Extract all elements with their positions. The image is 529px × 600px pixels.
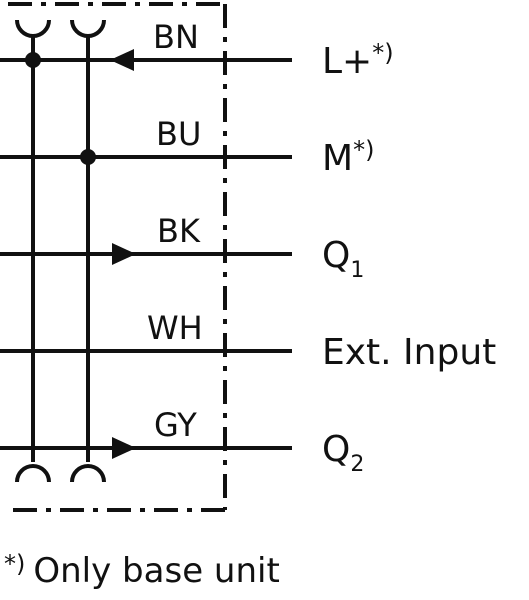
- wires: [0, 58, 292, 450]
- terminal-m: M*): [322, 136, 374, 179]
- terminal-ext-input: Ext. Input: [322, 332, 496, 373]
- arrow-out-icon: [112, 243, 136, 265]
- wire-code-gy: GY: [154, 406, 197, 444]
- direction-arrows: [110, 49, 136, 459]
- wire-code-bn: BN: [153, 18, 199, 56]
- terminal-name: M: [322, 138, 353, 179]
- terminal-subscript: 2: [350, 452, 364, 477]
- junction-dot-bn: [25, 52, 41, 68]
- arrow-in-icon: [110, 49, 134, 71]
- terminal-q2: Q2: [322, 429, 364, 477]
- junction-dots: [25, 52, 96, 165]
- housing-outline: [8, 2, 227, 512]
- footnote-text: Only base unit: [33, 551, 279, 591]
- terminal-mark: *): [353, 136, 374, 164]
- wire-code-bk: BK: [157, 212, 201, 250]
- terminal-mark: *): [372, 39, 393, 67]
- terminal-name: L+: [322, 41, 372, 82]
- terminal-q1: Q1: [322, 235, 364, 283]
- junction-dot-bu: [80, 149, 96, 165]
- terminal-subscript: 1: [350, 258, 364, 283]
- wire-code-wh: WH: [147, 309, 203, 347]
- wire-code-bu: BU: [156, 115, 201, 153]
- terminal-name: Q: [322, 429, 350, 470]
- bus-lines: [31, 34, 90, 462]
- bus-top-arcs: [15, 19, 106, 38]
- terminal-l-plus: L+*): [322, 39, 394, 82]
- footnote-mark: *): [4, 550, 25, 578]
- footnote: *) Only base unit: [4, 550, 280, 591]
- arrow-out-icon: [112, 437, 136, 459]
- terminal-name: Q: [322, 235, 350, 276]
- bus-bottom-arcs: [15, 464, 106, 483]
